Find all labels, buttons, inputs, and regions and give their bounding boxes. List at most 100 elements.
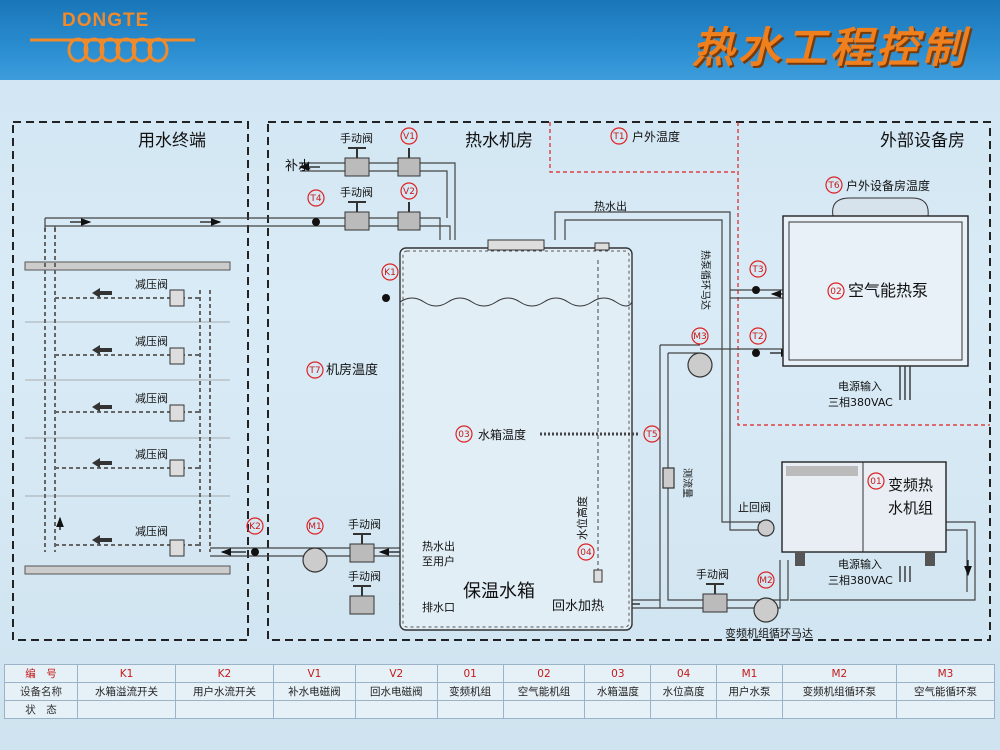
zone-user-end-border (12, 121, 249, 641)
check-valve-icon (757, 519, 775, 537)
legend-code: M3 (895, 664, 996, 683)
pressure-valve-icon (169, 404, 185, 422)
legend-name: 水箱溢流开关 (77, 682, 176, 701)
flow-meter-icon (662, 467, 675, 489)
water-level-label: 水位高度 (575, 496, 589, 540)
legend-name: 回水电磁阀 (354, 682, 438, 701)
outdoor-temp-label: 户外温度 (632, 129, 680, 144)
tag-m1: M1 (308, 522, 322, 532)
heat-pump-unit (782, 197, 969, 400)
pressure-valve-label-4: 减压阀 (135, 447, 168, 461)
status-cell (895, 700, 996, 719)
tag-v2-ring (400, 182, 418, 200)
inverter-unit (781, 461, 947, 582)
legend-code: V2 (354, 664, 438, 683)
legend-header-name: 设备名称 (4, 682, 78, 701)
unit-motor-label: 变频机组循环马达 (725, 626, 813, 640)
heat-pump-motor-label: 热泵循环马达 (699, 250, 712, 310)
legend-code: 01 (436, 664, 504, 683)
legend-header-status: 状 态 (4, 700, 78, 719)
tank-temp-label: 水箱温度 (478, 427, 526, 442)
zone-user-end-label: 用水终端 (138, 131, 206, 151)
tag-02: 02 (830, 287, 841, 297)
tag-01: 01 (870, 477, 881, 487)
legend-name: 用户水流开关 (174, 682, 274, 701)
tag-t7: T7 (308, 366, 320, 376)
machine-room-temp-label: 机房温度 (326, 362, 378, 378)
legend-code: 03 (584, 664, 652, 683)
tag-01-ring (867, 472, 885, 490)
legend-code: V1 (272, 664, 356, 683)
inverter-unit-label-l2: 水机组 (888, 499, 933, 517)
manual-valve-label-2: 手动阀 (340, 185, 373, 199)
tag-m3-ring (691, 327, 709, 345)
hot-out-user-l1: 热水出 (422, 539, 455, 553)
legend-code: K2 (174, 664, 274, 683)
status-cell (174, 700, 274, 719)
tag-k2-ring (246, 517, 264, 535)
manual-valve-label-1: 手动阀 (340, 131, 373, 145)
legend-name: 变频机组 (436, 682, 504, 701)
pump-m3-icon (687, 352, 713, 378)
pressure-valve-label-5: 减压阀 (135, 524, 168, 538)
status-cell (781, 700, 897, 719)
manual-valve-label-3: 手动阀 (348, 517, 381, 531)
tag-k1: K1 (384, 268, 396, 278)
makeup-water-label: 补水 (285, 159, 311, 174)
legend-table: 编 号 K1 K2 V1 V2 01 02 03 04 M1 M2 M3 设备名… (4, 664, 996, 719)
check-valve-label: 止回阀 (738, 500, 771, 514)
tag-t1: T1 (612, 132, 624, 142)
outdoor-room-temp-label: 户外设备房温度 (846, 178, 930, 193)
legend-name: 用户水泵 (716, 682, 783, 701)
power-in-label-2: 电源输入 (838, 557, 882, 571)
legend-name: 补水电磁阀 (272, 682, 356, 701)
status-cell (584, 700, 652, 719)
pressure-valve-icon (169, 347, 185, 365)
manual-valve-label-4: 手动阀 (348, 569, 381, 583)
pump-m2-icon (753, 597, 779, 623)
status-cell (436, 700, 504, 719)
legend-row-names: 设备名称 水箱溢流开关 用户水流开关 补水电磁阀 回水电磁阀 变频机组 空气能机… (4, 682, 996, 701)
tag-v1: V1 (403, 132, 415, 142)
status-cell (716, 700, 783, 719)
legend-code: M2 (781, 664, 897, 683)
power-spec-label-2: 三相380VAC (828, 574, 893, 587)
legend-header-code: 编 号 (4, 664, 78, 683)
heat-pump-label: 空气能热泵 (848, 281, 928, 300)
tag-m3: M3 (693, 332, 707, 342)
manual-valve-icon (702, 593, 728, 613)
building-floors (24, 228, 231, 575)
tag-v1-ring (400, 127, 418, 145)
tag-m1-ring (306, 517, 324, 535)
tag-t6: T6 (827, 181, 839, 191)
header-bar: DONGTE 热水工程控制 (0, 0, 1000, 80)
manual-valve-label-5: 手动阀 (696, 567, 729, 581)
status-cell (502, 700, 586, 719)
tag-v2: V2 (403, 187, 415, 197)
flow-meter-label: 测流量 (681, 468, 694, 498)
tag-m2: M2 (759, 576, 773, 586)
pressure-valve-label-3: 减压阀 (135, 391, 168, 405)
drain-label: 排水口 (422, 600, 455, 614)
legend-name: 空气能机组 (502, 682, 586, 701)
tag-t2: T2 (751, 332, 763, 342)
status-cell (77, 700, 176, 719)
system-diagram: 用水终端 热水机房 外部设备房 减压阀 减压阀 减压阀 减压阀 减压阀 (12, 121, 991, 641)
tag-t7-ring (306, 361, 324, 379)
status-cell (272, 700, 356, 719)
legend-code: 04 (650, 664, 718, 683)
tag-02-ring (827, 282, 845, 300)
zone-boiler-room-label: 热水机房 (465, 131, 533, 151)
tag-04-ring (577, 543, 595, 561)
tag-t4: T4 (309, 194, 321, 204)
legend-code: 02 (502, 664, 586, 683)
red-dashed-outdoor-room (737, 122, 990, 426)
legend-code: K1 (77, 664, 176, 683)
tag-m2-ring (757, 571, 775, 589)
legend-row-status: 状 态 (4, 700, 996, 719)
manual-valve-icon (344, 211, 370, 231)
inverter-unit-label-l1: 变频热 (888, 476, 933, 494)
tag-03: 03 (458, 430, 469, 440)
pressure-valve-icon (169, 539, 185, 557)
pressure-valve-icon (169, 289, 185, 307)
